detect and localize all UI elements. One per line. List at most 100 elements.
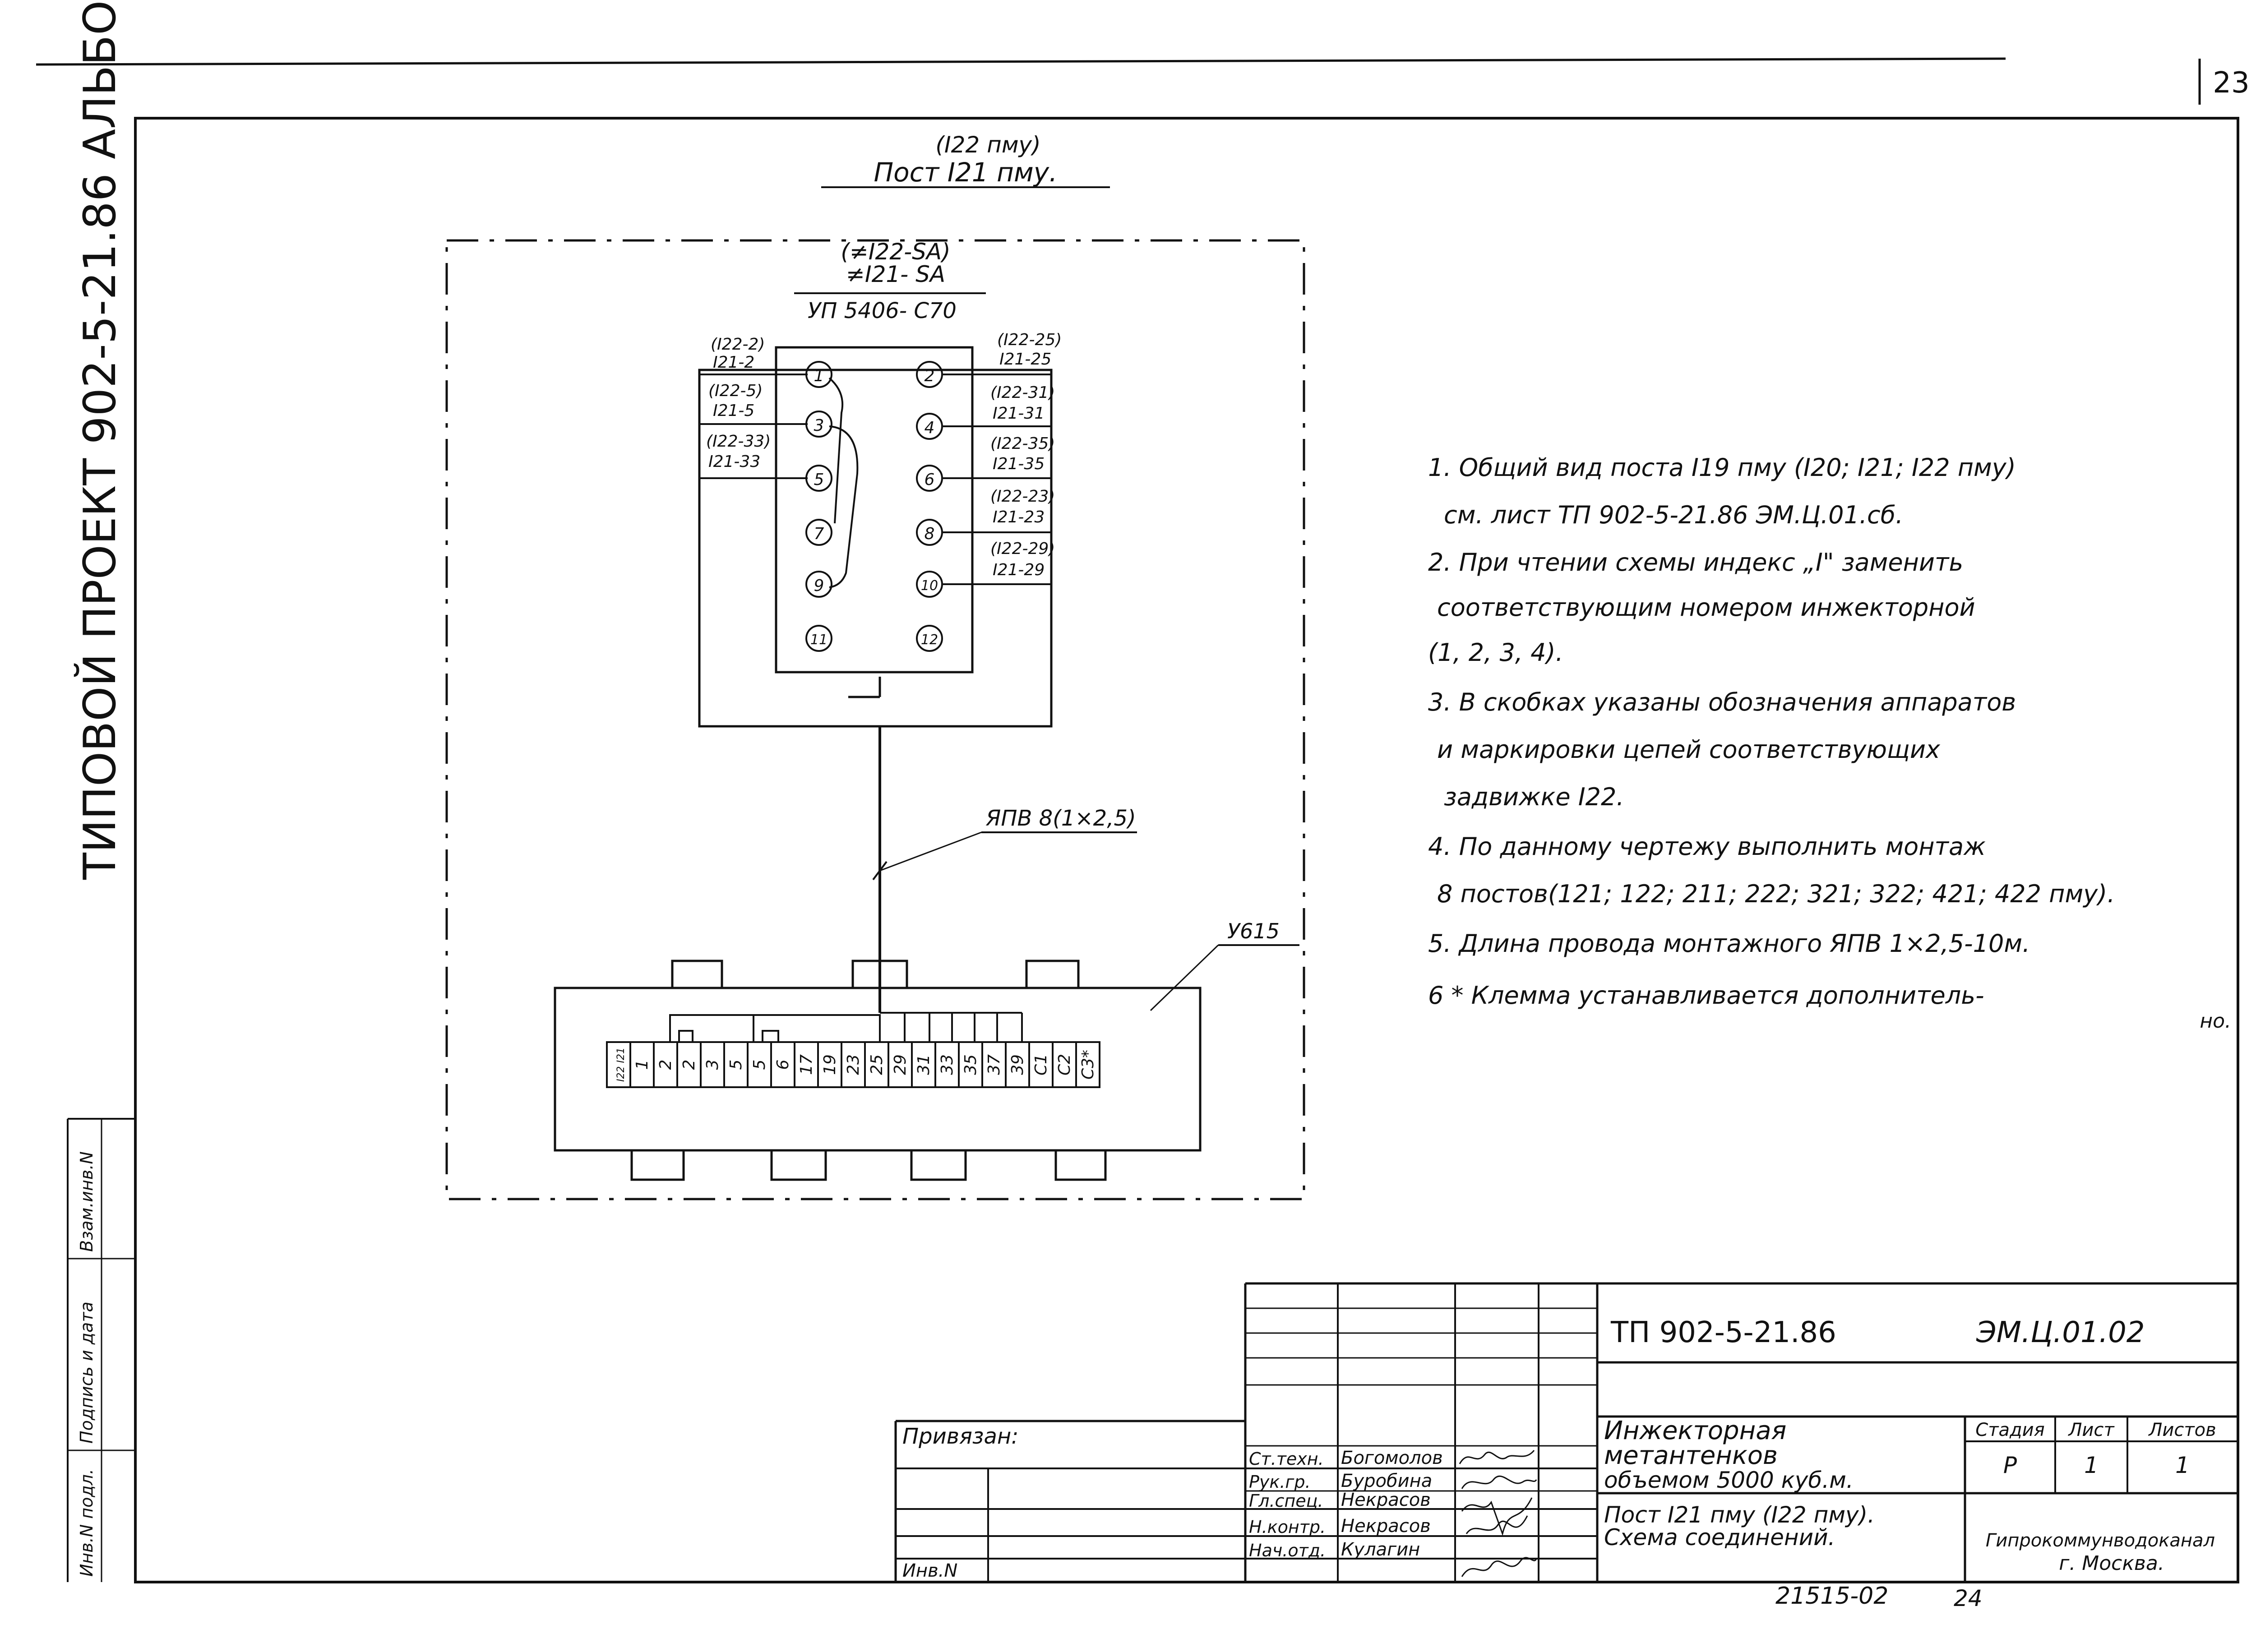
terminal-5: 3 <box>700 1041 725 1088</box>
object-title-1: Инжекторная <box>1604 1416 1786 1445</box>
right-wire-labels: (I22-25) I21-25 (I22-31) I21-31 (I22-35)… <box>990 331 1062 579</box>
post-title: (I22 пму) Пост I21 пму. <box>821 132 1110 188</box>
sheet-header: Лист <box>2067 1420 2115 1440</box>
note-line-8: задвижке I22. <box>1444 783 1624 811</box>
name-4: Некрасов <box>1341 1516 1431 1537</box>
terminal-20: С2 <box>1052 1041 1077 1088</box>
terminal-16: 35 <box>958 1041 983 1088</box>
switch-contacts: 1 2 3 4 5 6 7 8 <box>805 361 943 652</box>
contact-4: 4 <box>916 413 943 440</box>
svg-text:5: 5 <box>814 471 824 489</box>
sheet-title-2: Схема соединений. <box>1604 1524 1835 1550</box>
right-label-main-3: I21-35 <box>993 455 1045 473</box>
terminal-10: 19 <box>817 1041 842 1088</box>
org-city: г. Москва. <box>2059 1552 2164 1575</box>
terminal-7: 5 <box>747 1041 772 1088</box>
title-block-texts: ТП 902-5-21.86 ЭМ.Ц.01.02 Привязан: Инв.… <box>902 1316 2216 1581</box>
right-label-main-5: I21-29 <box>993 561 1045 579</box>
name-2: Буробина <box>1341 1471 1432 1491</box>
note-line-6: 3. В скобках указаны обозначения аппарат… <box>1428 688 2016 716</box>
right-label-main-2: I21-31 <box>993 404 1045 423</box>
contact-7: 7 <box>805 519 832 546</box>
terminal-label: 33 <box>938 1054 957 1075</box>
left-label-alt-2: (I22-5) <box>708 382 763 400</box>
svg-text:4: 4 <box>925 419 935 437</box>
terminal-label: 25 <box>868 1054 886 1075</box>
terminal-8: 6 <box>770 1041 795 1088</box>
role-2: Рук.гр. <box>1249 1472 1311 1492</box>
svg-text:1: 1 <box>814 367 824 385</box>
contact-1: 1 <box>805 361 832 388</box>
terminal-label: 35 <box>962 1054 980 1075</box>
doc-number: ЭМ.Ц.01.02 <box>1976 1316 2145 1349</box>
post-main-label: Пост I21 пму. <box>874 157 1058 188</box>
terminal-11: 23 <box>841 1041 866 1088</box>
terminal-label: 31 <box>915 1054 933 1075</box>
switch-header: (≠I22-SA) ≠I21- SA УП 5406- С70 <box>794 239 986 323</box>
right-label-alt-3: (I22-35) <box>990 434 1055 453</box>
terminal-label: 5 <box>727 1060 745 1070</box>
note-line-11: 5. Длина провода монтажного ЯПВ 1×2,5-10… <box>1428 929 2030 958</box>
terminal-14: 31 <box>911 1041 936 1088</box>
left-label-alt-3: (I22-33) <box>706 432 771 451</box>
svg-text:9: 9 <box>814 577 824 595</box>
contact-2: 2 <box>916 361 943 388</box>
cable <box>872 726 1137 1013</box>
margin-field-signature-date: Подпись и дата <box>77 1301 97 1444</box>
contact-3: 3 <box>805 411 832 438</box>
role-5: Нач.отд. <box>1249 1541 1326 1560</box>
object-title-3: объемом 5000 куб.м. <box>1604 1467 1854 1493</box>
post-alt-label: (I22 пму) <box>935 132 1040 158</box>
name-5: Кулагин <box>1341 1539 1420 1560</box>
terminal-label: 37 <box>985 1054 1003 1075</box>
margin-field-replace-inv: Взам.инв.N <box>77 1151 97 1252</box>
svg-text:2: 2 <box>925 367 935 385</box>
svg-text:11: 11 <box>810 632 828 648</box>
sheets-header: Листов <box>2148 1420 2216 1440</box>
terminal-label: 39 <box>1008 1054 1027 1075</box>
terminal-label: 5 <box>750 1060 769 1070</box>
note-line-1: 1. Общий вид поста I19 пму (I20; I21; I2… <box>1428 453 2016 482</box>
terminal-19: С1 <box>1028 1041 1054 1088</box>
archive-number: 21515-02 <box>1775 1583 1888 1610</box>
note-line-10: 8 постов(121; 122; 211; 222; 321; 322; 4… <box>1437 880 2115 908</box>
right-label-alt-2: (I22-31) <box>990 383 1055 402</box>
sheets-value: 1 <box>2175 1452 2190 1478</box>
note-line-13: но. <box>2200 1010 2231 1033</box>
stage-header: Стадия <box>1975 1420 2044 1440</box>
contact-6: 6 <box>916 465 943 492</box>
post-outline <box>445 239 1305 1200</box>
terminal-2: 1 <box>629 1041 655 1088</box>
terminal-label: I22 I21 <box>615 1047 627 1082</box>
right-label-alt-5: (I22-29) <box>990 540 1055 558</box>
note-line-12: 6 * Клемма устанавливается дополнитель- <box>1428 981 1984 1010</box>
note-line-3: 2. При чтении схемы индекс „I" заменить <box>1428 548 1963 577</box>
terminal-label: 2 <box>680 1060 698 1070</box>
margin-stamp: Взам.инв.N Подпись и дата Инв.N подл. <box>77 1151 97 1577</box>
switch-body <box>698 346 1053 728</box>
terminal-label: С1 <box>1032 1054 1050 1075</box>
terminal-4: 2 <box>676 1041 702 1088</box>
role-3: Гл.спец. <box>1249 1491 1323 1511</box>
svg-text:8: 8 <box>925 525 935 543</box>
left-label-main-1: I21-2 <box>713 353 754 372</box>
role-1: Ст.техн. <box>1249 1449 1324 1469</box>
terminal-label: 2 <box>656 1060 675 1070</box>
left-label-main-2: I21-5 <box>713 401 754 420</box>
album-side-text: ТИПОВОЙ ПРОЕКТ 902-5-21.86 АЛЬБОМ II <box>74 0 126 880</box>
svg-text:6: 6 <box>925 471 935 489</box>
switch-designation: ≠I21- SA <box>846 261 945 287</box>
contact-9: 9 <box>805 571 832 598</box>
contact-5: 5 <box>805 465 832 492</box>
svg-text:10: 10 <box>921 578 938 594</box>
margin-field-inv-orig: Инв.N подл. <box>77 1469 97 1577</box>
svg-text:12: 12 <box>921 632 938 648</box>
cable-label: ЯПВ 8(1×2,5) <box>985 806 1136 831</box>
terminal-box <box>554 944 1299 1181</box>
terminal-box-label: У615 <box>1227 919 1280 943</box>
terminal-label: С3* <box>1079 1050 1097 1080</box>
note-line-4: соответствующим номером инжекторной <box>1437 593 1975 622</box>
doc-code: ТП 902-5-21.86 <box>1610 1316 1836 1349</box>
contact-8: 8 <box>916 519 943 546</box>
